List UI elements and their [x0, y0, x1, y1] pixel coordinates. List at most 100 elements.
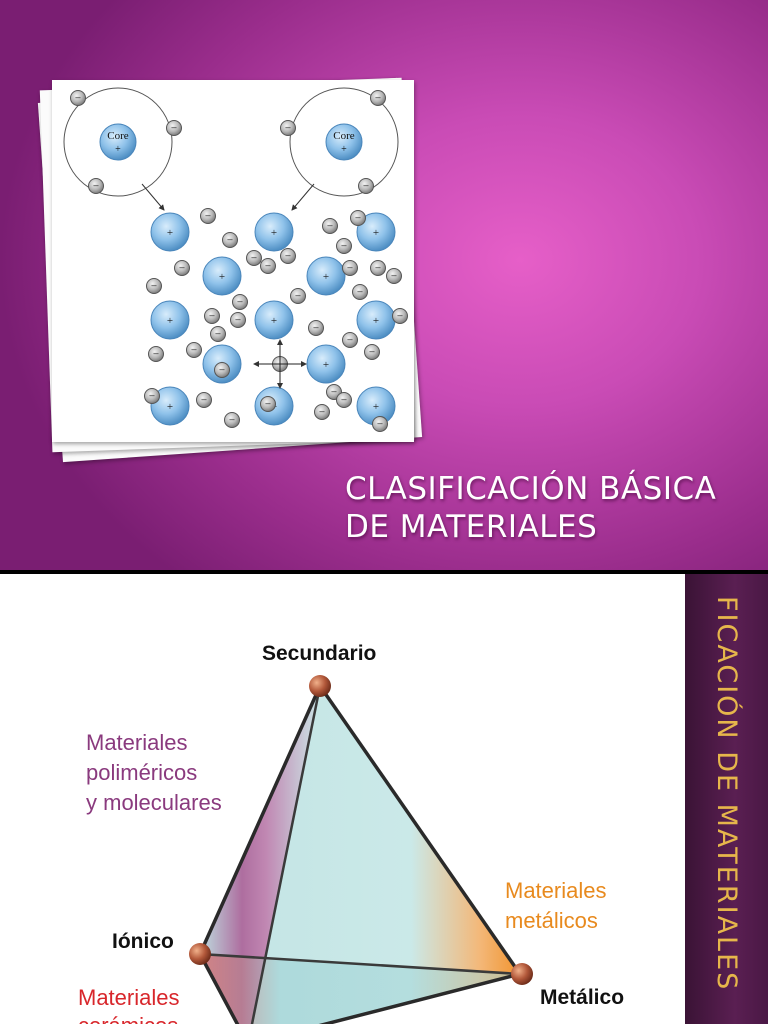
- vertex-ball-left: [189, 943, 211, 965]
- electron: −: [230, 312, 246, 328]
- positive-ion: +: [306, 256, 346, 296]
- label-metal-line-2: metálicos: [505, 908, 598, 933]
- core-charge: +: [341, 144, 347, 155]
- core-ball: [99, 123, 137, 161]
- electron: −: [358, 178, 374, 194]
- edge-right-front: [318, 972, 521, 1024]
- vertex-label-metalico: Metálico: [540, 986, 625, 1009]
- electron-ball: [352, 284, 368, 300]
- electron-ball: [280, 248, 296, 264]
- electron-symbol: −: [363, 181, 369, 193]
- electron-ball: [210, 326, 226, 342]
- electron-ball: [214, 362, 230, 378]
- vertex-label-secundario: Secundario: [262, 642, 377, 665]
- ion-ball: [356, 212, 396, 252]
- electron-symbol: −: [191, 345, 197, 357]
- electron-symbol: −: [265, 261, 271, 273]
- electron: −: [174, 260, 190, 276]
- sidebar-band: [685, 574, 768, 1024]
- electron: −: [260, 258, 276, 274]
- ion-symbol: +: [323, 271, 329, 283]
- electron-ball: [336, 392, 352, 408]
- electron-symbol: −: [355, 213, 361, 225]
- electron: −: [232, 294, 248, 310]
- electron: −: [308, 320, 324, 336]
- arrow-left: [141, 183, 165, 211]
- electron: −: [260, 396, 276, 412]
- electron-symbol: −: [295, 291, 301, 303]
- paper-front: Core+Core+−−−−−− +++++++++++++−−−−−−−−−−…: [52, 80, 414, 442]
- ion-ball: [150, 386, 190, 426]
- positive-ion: +: [150, 212, 190, 252]
- ion-symbol: +: [271, 227, 277, 239]
- electron-ball: [224, 412, 240, 428]
- label-polymer-line-2: poliméricos: [86, 760, 198, 785]
- electron-symbol: −: [341, 241, 347, 253]
- electron: −: [280, 248, 296, 264]
- ion-ball: [150, 212, 190, 252]
- electron-symbol: −: [149, 391, 155, 403]
- electron: −: [322, 218, 338, 234]
- electron-ball: [144, 388, 160, 404]
- electron-symbol: −: [327, 221, 333, 233]
- electron: −: [290, 288, 306, 304]
- face-bottom: [200, 954, 520, 1024]
- orbit-ring: [63, 87, 173, 197]
- electron-symbol: −: [313, 323, 319, 335]
- electron: −: [314, 404, 330, 420]
- edge-top-left: [198, 685, 322, 955]
- ion-symbol: +: [167, 227, 173, 239]
- electron-ball: [70, 90, 86, 106]
- electron: −: [186, 342, 202, 358]
- ion-symbol: +: [271, 315, 277, 327]
- electron-symbol: −: [93, 181, 99, 193]
- vertex-label-ionico: Iónico: [112, 930, 174, 953]
- electron-ball: [196, 392, 212, 408]
- electron: −: [166, 120, 182, 136]
- electron-symbol: −: [237, 297, 243, 309]
- electron: −: [336, 238, 352, 254]
- label-metal-line-1: Materiales: [505, 878, 607, 903]
- electron-symbol: −: [319, 407, 325, 419]
- electron: −: [342, 332, 358, 348]
- electron-symbol: −: [171, 123, 177, 135]
- electron: −: [386, 268, 402, 284]
- sidebar-title: FICACIÓN DE MATERIALES: [711, 596, 742, 992]
- electron-symbol: −: [151, 281, 157, 293]
- electron-ball: [186, 342, 202, 358]
- label-polymer-line-3: y moleculares: [86, 790, 222, 815]
- electron-symbol: −: [369, 347, 375, 359]
- electron-ball: [200, 208, 216, 224]
- ion-ball: [150, 300, 190, 340]
- positive-ion: +: [254, 300, 294, 340]
- electron-ball: [260, 396, 276, 412]
- electron-symbol: −: [209, 311, 215, 323]
- electron-ball: [232, 294, 248, 310]
- electron-ball: [350, 210, 366, 226]
- ion-symbol: +: [373, 227, 379, 239]
- face-back: [252, 686, 520, 1024]
- electron-ball: [88, 178, 104, 194]
- ion-symbol: +: [167, 401, 173, 413]
- ion-symbol: +: [373, 315, 379, 327]
- electron-symbol: −: [377, 419, 383, 431]
- label-ionic-line-2: cerámicos: [78, 1012, 179, 1024]
- electron-symbol: −: [179, 263, 185, 275]
- electron-ball: [336, 238, 352, 254]
- electron-ball: [260, 258, 276, 274]
- positive-ion: +: [150, 300, 190, 340]
- arrow-right: [291, 183, 315, 211]
- electron-symbol: −: [357, 287, 363, 299]
- electron-ball: [322, 218, 338, 234]
- orbit-ring: [289, 87, 399, 197]
- electron-symbol: −: [215, 329, 221, 341]
- face-left: [200, 686, 320, 1024]
- ion-symbol: +: [219, 271, 225, 283]
- electron: −: [148, 346, 164, 362]
- positive-ion: +: [356, 212, 396, 252]
- core-ball: [325, 123, 363, 161]
- electron-ball: [174, 260, 190, 276]
- electron-symbol: −: [251, 253, 257, 265]
- electron: −: [352, 284, 368, 300]
- electron-symbol: −: [347, 263, 353, 275]
